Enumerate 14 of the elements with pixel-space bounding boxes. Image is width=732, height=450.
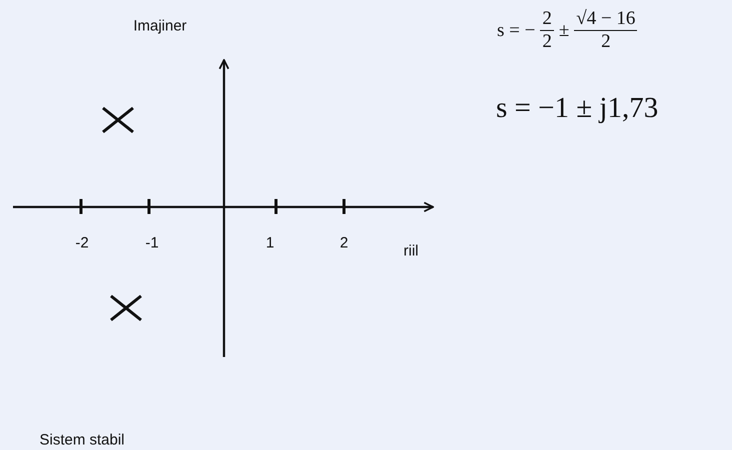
axis-label: riil (404, 242, 418, 260)
formula-text: ± (558, 20, 570, 42)
denominator: 2 (574, 30, 638, 53)
formula-text: s = − (496, 20, 536, 42)
numerator: 2 (541, 8, 553, 30)
denominator: 2 (540, 30, 554, 53)
formula-text: s = −1 ± j1,73 (496, 92, 658, 125)
tick-label: 1 (266, 234, 274, 252)
axis-label: Imajiner (133, 18, 187, 34)
numerator: √4 − 16 (575, 8, 636, 30)
tick-label: -1 (145, 234, 159, 252)
tick-label: 2 (340, 234, 348, 252)
caption-text: Sistem stabil (39, 432, 125, 448)
tick-label: -2 (75, 234, 89, 252)
